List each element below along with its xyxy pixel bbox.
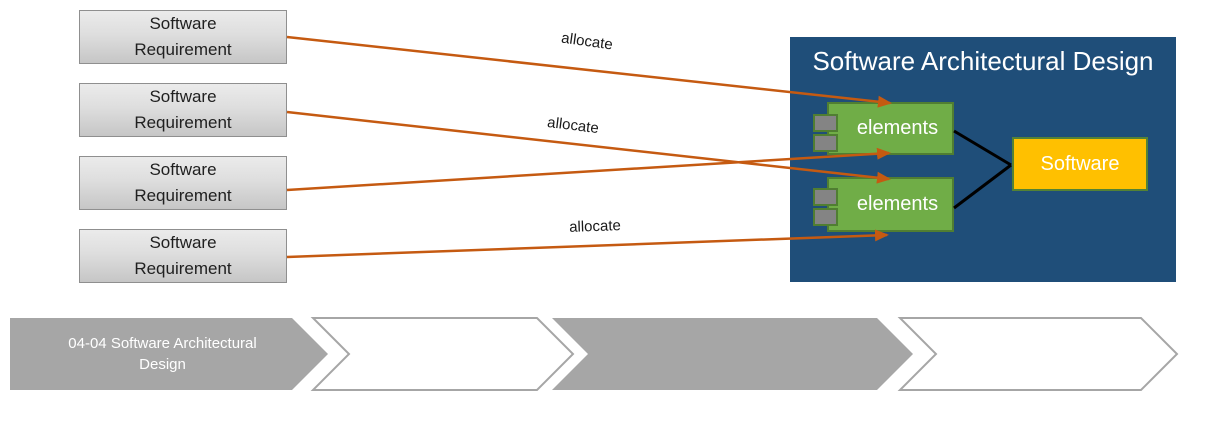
elements-label: elements: [856, 193, 939, 215]
process-step-4: [897, 317, 1179, 391]
software-requirement-box-3: Software Requirement: [79, 156, 287, 210]
software-box: Software: [1012, 137, 1148, 191]
allocate-label-1: allocate: [560, 29, 614, 54]
process-step-3: [552, 318, 913, 390]
allocate-label-2: allocate: [546, 113, 600, 138]
elements-label: elements: [856, 117, 939, 139]
software-label: Software: [1040, 152, 1120, 175]
software-requirement-box-4: Software Requirement: [79, 229, 287, 283]
process-step-1-label: 04-04 Software Architectural Design: [68, 335, 257, 373]
software-requirement-label: Software Requirement: [134, 87, 232, 132]
elements-box-2: elements: [827, 177, 954, 232]
element-item-icon: [813, 208, 838, 226]
elements-box-1: elements: [827, 102, 954, 155]
allocate-label-3: allocate: [568, 217, 622, 236]
software-requirement-label: Software Requirement: [134, 14, 232, 59]
software-requirement-label: Software Requirement: [134, 160, 232, 205]
software-requirement-box-1: Software Requirement: [79, 10, 287, 64]
process-step-2: [310, 317, 575, 391]
software-requirement-label: Software Requirement: [134, 233, 232, 278]
element-item-icon: [813, 188, 838, 206]
element-item-icon: [813, 134, 838, 152]
element-item-icon: [813, 114, 838, 132]
panel-title: Software Architectural Design: [812, 46, 1154, 76]
software-requirement-box-2: Software Requirement: [79, 83, 287, 137]
